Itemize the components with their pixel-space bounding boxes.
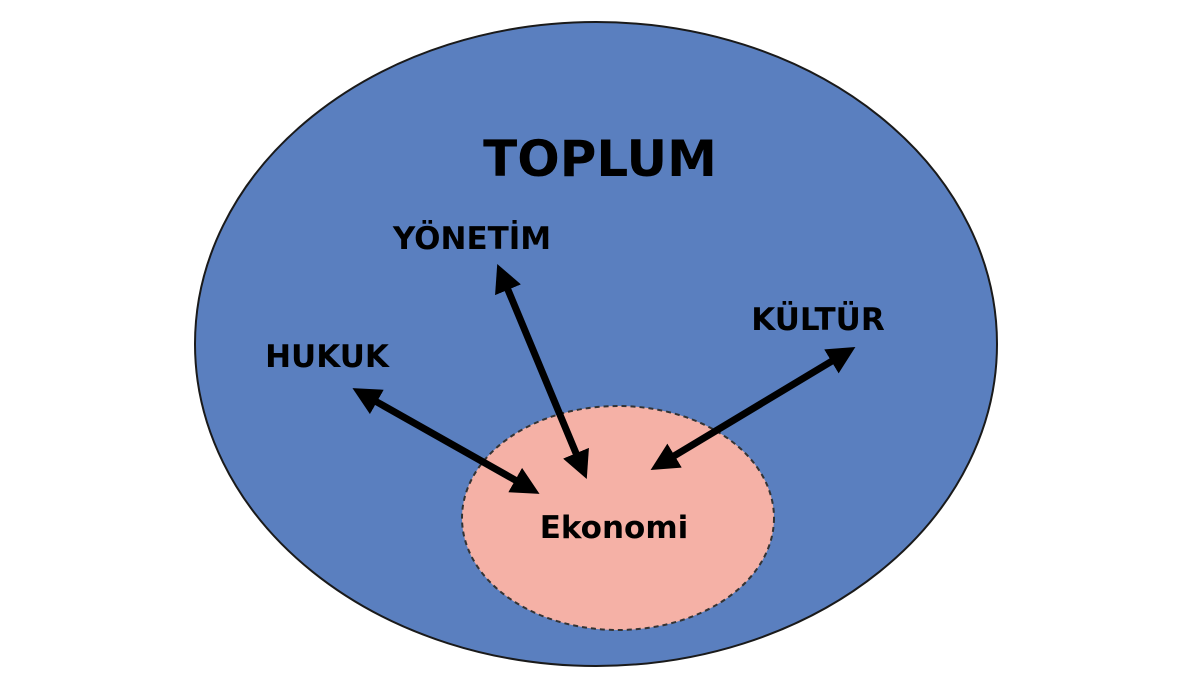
society-title: TOPLUM — [483, 130, 717, 188]
economy-label: Ekonomi — [540, 510, 689, 546]
node-label-yonetim: YÖNETİM — [392, 220, 551, 257]
node-label-hukuk: HUKUK — [265, 339, 390, 375]
arrow-economy-hukuk — [352, 388, 540, 494]
node-label-kultur: KÜLTÜR — [751, 301, 885, 338]
arrow-economy-yonetim — [495, 263, 589, 480]
arrow-economy-kultur — [650, 346, 856, 471]
society-ellipse — [194, 21, 998, 667]
